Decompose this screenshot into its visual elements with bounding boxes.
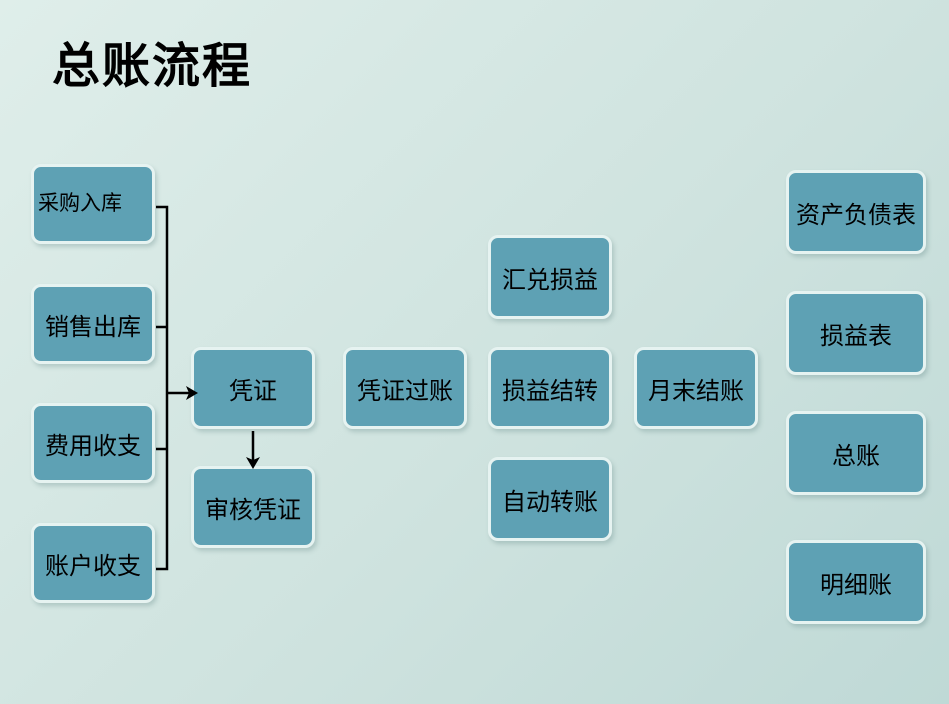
month-end-closing-box[interactable]: 月末结账 (634, 347, 758, 429)
voucher-box[interactable]: 凭证 (191, 347, 315, 429)
auto-transfer-box[interactable]: 自动转账 (488, 457, 612, 541)
audit-voucher-box[interactable]: 审核凭证 (191, 466, 315, 548)
profit-loss-transfer-box[interactable]: 损益结转 (488, 347, 612, 429)
source-purchase-inbound[interactable]: 采购入库 (31, 164, 155, 244)
report-balance-sheet[interactable]: 资产负债表 (786, 170, 926, 254)
source-expense-income[interactable]: 费用收支 (31, 403, 155, 483)
source-sales-outbound[interactable]: 销售出库 (31, 284, 155, 364)
voucher-posting-box[interactable]: 凭证过账 (343, 347, 467, 429)
report-income-statement[interactable]: 损益表 (786, 291, 926, 375)
source-bracket (156, 205, 169, 571)
report-detail-ledger[interactable]: 明细账 (786, 540, 926, 624)
source-account-income[interactable]: 账户收支 (31, 523, 155, 603)
page-title: 总账流程 (52, 38, 253, 94)
exchange-gain-loss-box[interactable]: 汇兑损益 (488, 235, 612, 319)
report-general-ledger[interactable]: 总账 (786, 411, 926, 495)
